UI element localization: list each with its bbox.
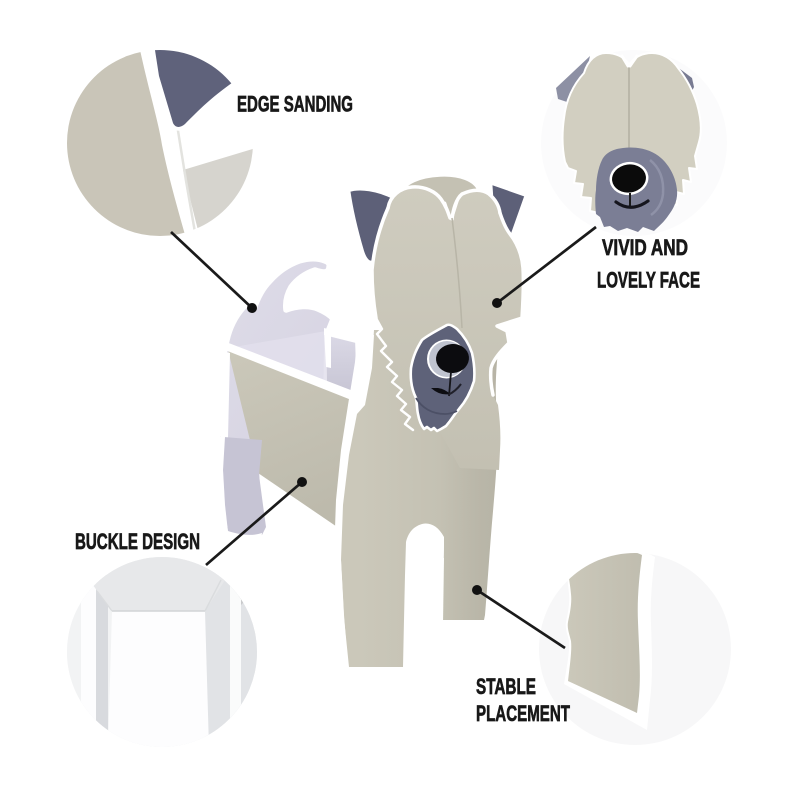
svg-text:STABLE: STABLE xyxy=(476,674,536,699)
svg-text:PLACEMENT: PLACEMENT xyxy=(476,701,570,726)
svg-text:VIVID AND: VIVID AND xyxy=(602,235,688,260)
svg-text:EDGE SANDING: EDGE SANDING xyxy=(237,92,353,117)
svg-text:LOVELY FACE: LOVELY FACE xyxy=(597,268,700,293)
svg-text:BUCKLE DESIGN: BUCKLE DESIGN xyxy=(75,529,200,554)
